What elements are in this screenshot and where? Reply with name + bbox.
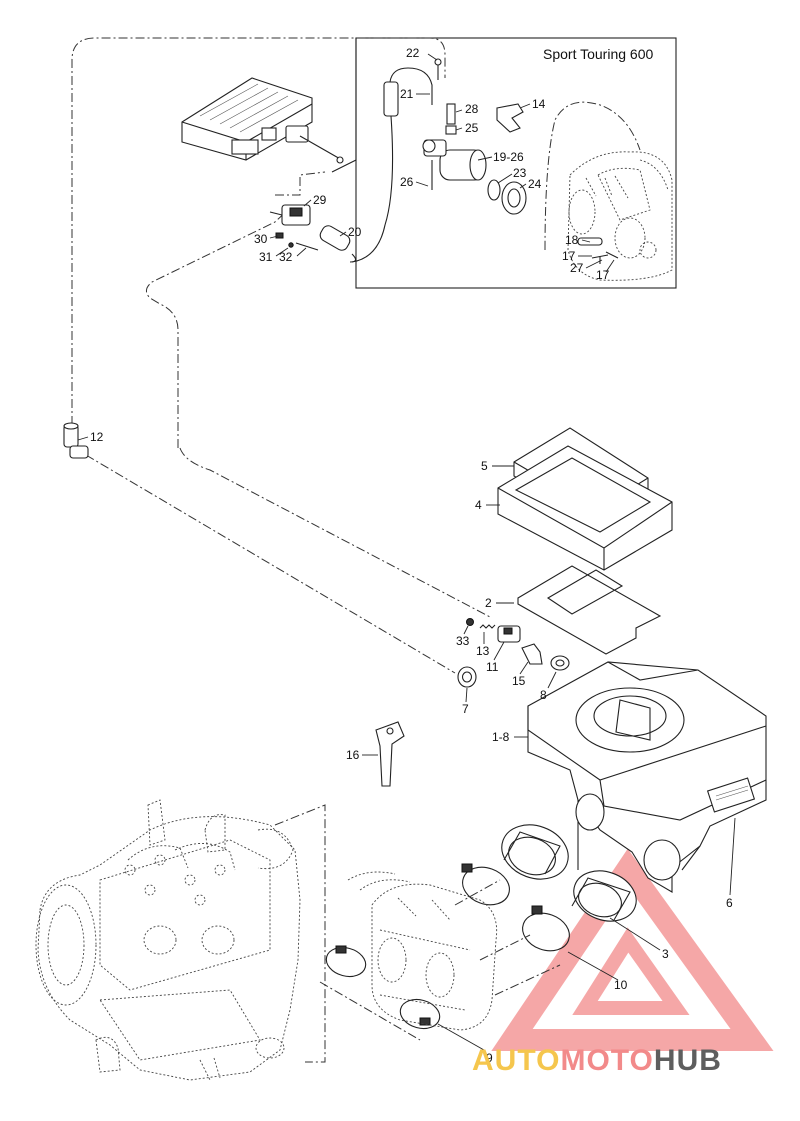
solenoid-fitting: [422, 139, 436, 153]
carb-bracket-b: [479, 934, 531, 961]
callout-30: 30: [254, 232, 268, 246]
clamp-lower: [522, 912, 570, 952]
inset-parts: [351, 58, 673, 281]
svg-text:AUTOMOTOHUB: AUTOMOTOHUB: [472, 1044, 722, 1077]
sensor-body-21: [383, 81, 399, 117]
oring-23: [487, 179, 501, 201]
callout-33: 33: [456, 634, 470, 648]
callout-24: 24: [528, 177, 542, 191]
callout-18: 18: [565, 233, 579, 247]
nipple-15: [521, 643, 543, 665]
hose-21-down: [351, 115, 394, 263]
vent-line-mid: [275, 171, 326, 196]
actuator-assembly: [269, 204, 357, 263]
callout-6: 6: [726, 896, 733, 910]
watermark-text-moto: MOTO: [560, 1044, 653, 1077]
grommet-8: [550, 655, 570, 671]
inset-title: Sport Touring 600: [543, 46, 653, 62]
inset-engine: [567, 151, 673, 281]
small-parts: [457, 618, 570, 688]
callout-3: 3: [662, 947, 669, 961]
callout-19-26: 19-26: [493, 150, 524, 164]
hose-21: [389, 67, 433, 105]
tee-27: [591, 251, 619, 264]
callout-2: 2: [485, 596, 492, 610]
callout-27: 27: [570, 261, 584, 275]
ball-33: [466, 618, 474, 626]
watermark-text: AUTOMOTOHUB: [472, 1044, 722, 1077]
carburetor-assembly: [347, 871, 498, 1031]
watermark-text-hub: HUB: [654, 1044, 722, 1077]
callout-10: 10: [614, 978, 628, 992]
callout-11: 11: [486, 660, 499, 674]
carb-bracket-c: [494, 964, 561, 996]
watermark-text-auto: AUTO: [472, 1044, 560, 1077]
callout-32: 32: [279, 250, 293, 264]
hose-18: [577, 237, 603, 246]
pin-32: [295, 242, 319, 251]
cap-24: [501, 181, 527, 215]
callout-17-b: 17: [596, 268, 610, 282]
callouts: 22 21 28 14 25 19-26 23 24 26 18 17 27 1…: [90, 46, 733, 1065]
callout-15: 15: [512, 674, 526, 688]
tube-28: [446, 103, 456, 125]
vent-line-long: [146, 207, 291, 448]
tool-16: [375, 721, 405, 787]
inset-loop: [544, 101, 641, 251]
elbow-fitting-12: [63, 422, 89, 459]
callout-29: 29: [313, 193, 327, 207]
callout-13: 13: [476, 644, 490, 658]
actuator-20: [319, 225, 351, 251]
clamp-upper: [462, 866, 510, 906]
callout-8: 8: [540, 688, 547, 702]
pin-30: [275, 232, 284, 239]
callout-7: 7: [462, 702, 469, 716]
filter-frame-4: [497, 445, 673, 571]
callout-14: 14: [532, 97, 546, 111]
callout-20: 20: [348, 225, 362, 239]
inset-sport-touring: Sport Touring 600: [331, 37, 677, 289]
clip-14: [496, 103, 524, 133]
callout-9: 9: [486, 1051, 493, 1065]
carb-bracket-right: [454, 879, 501, 906]
callout-1-8: 1-8: [492, 730, 510, 744]
airbox: [527, 661, 767, 893]
clamps-9: [325, 945, 441, 1030]
callout-17-a: 17: [562, 249, 576, 263]
engine-bracket: [274, 804, 326, 1063]
grommet-7: [457, 666, 477, 688]
vent-line-12: [85, 454, 456, 674]
spring-13: [479, 624, 496, 629]
callout-25: 25: [465, 121, 479, 135]
routing-lines: [71, 37, 641, 1063]
solenoid-face: [469, 149, 487, 181]
callout-22: 22: [406, 46, 420, 60]
watermark-triangle: [491, 848, 774, 1051]
inset-leader-frame: [331, 38, 357, 173]
callout-12: 12: [90, 430, 104, 444]
vent-line-left: [71, 37, 446, 425]
callout-23: 23: [513, 166, 527, 180]
vent-line-lower: [179, 447, 493, 619]
ring-25: [445, 125, 457, 135]
carb-bracket-left: [319, 981, 421, 1041]
inset-frame: [355, 37, 677, 289]
callout-21: 21: [400, 87, 414, 101]
cap-24-inner: [507, 188, 521, 208]
callout-4: 4: [475, 498, 482, 512]
engine-block: [35, 799, 301, 1081]
boot-upper-end: [501, 824, 569, 880]
intake-boots: [461, 824, 637, 952]
leader-lines: [77, 53, 736, 1051]
callout-28: 28: [465, 102, 479, 116]
callout-16: 16: [346, 748, 360, 762]
callout-31: 31: [259, 250, 273, 264]
screw-22-head: [434, 58, 442, 66]
pin-31: [288, 242, 294, 248]
control-module: [181, 77, 344, 164]
callout-26: 26: [400, 175, 414, 189]
cover-plate-2: [517, 565, 662, 655]
callout-5: 5: [481, 459, 488, 473]
